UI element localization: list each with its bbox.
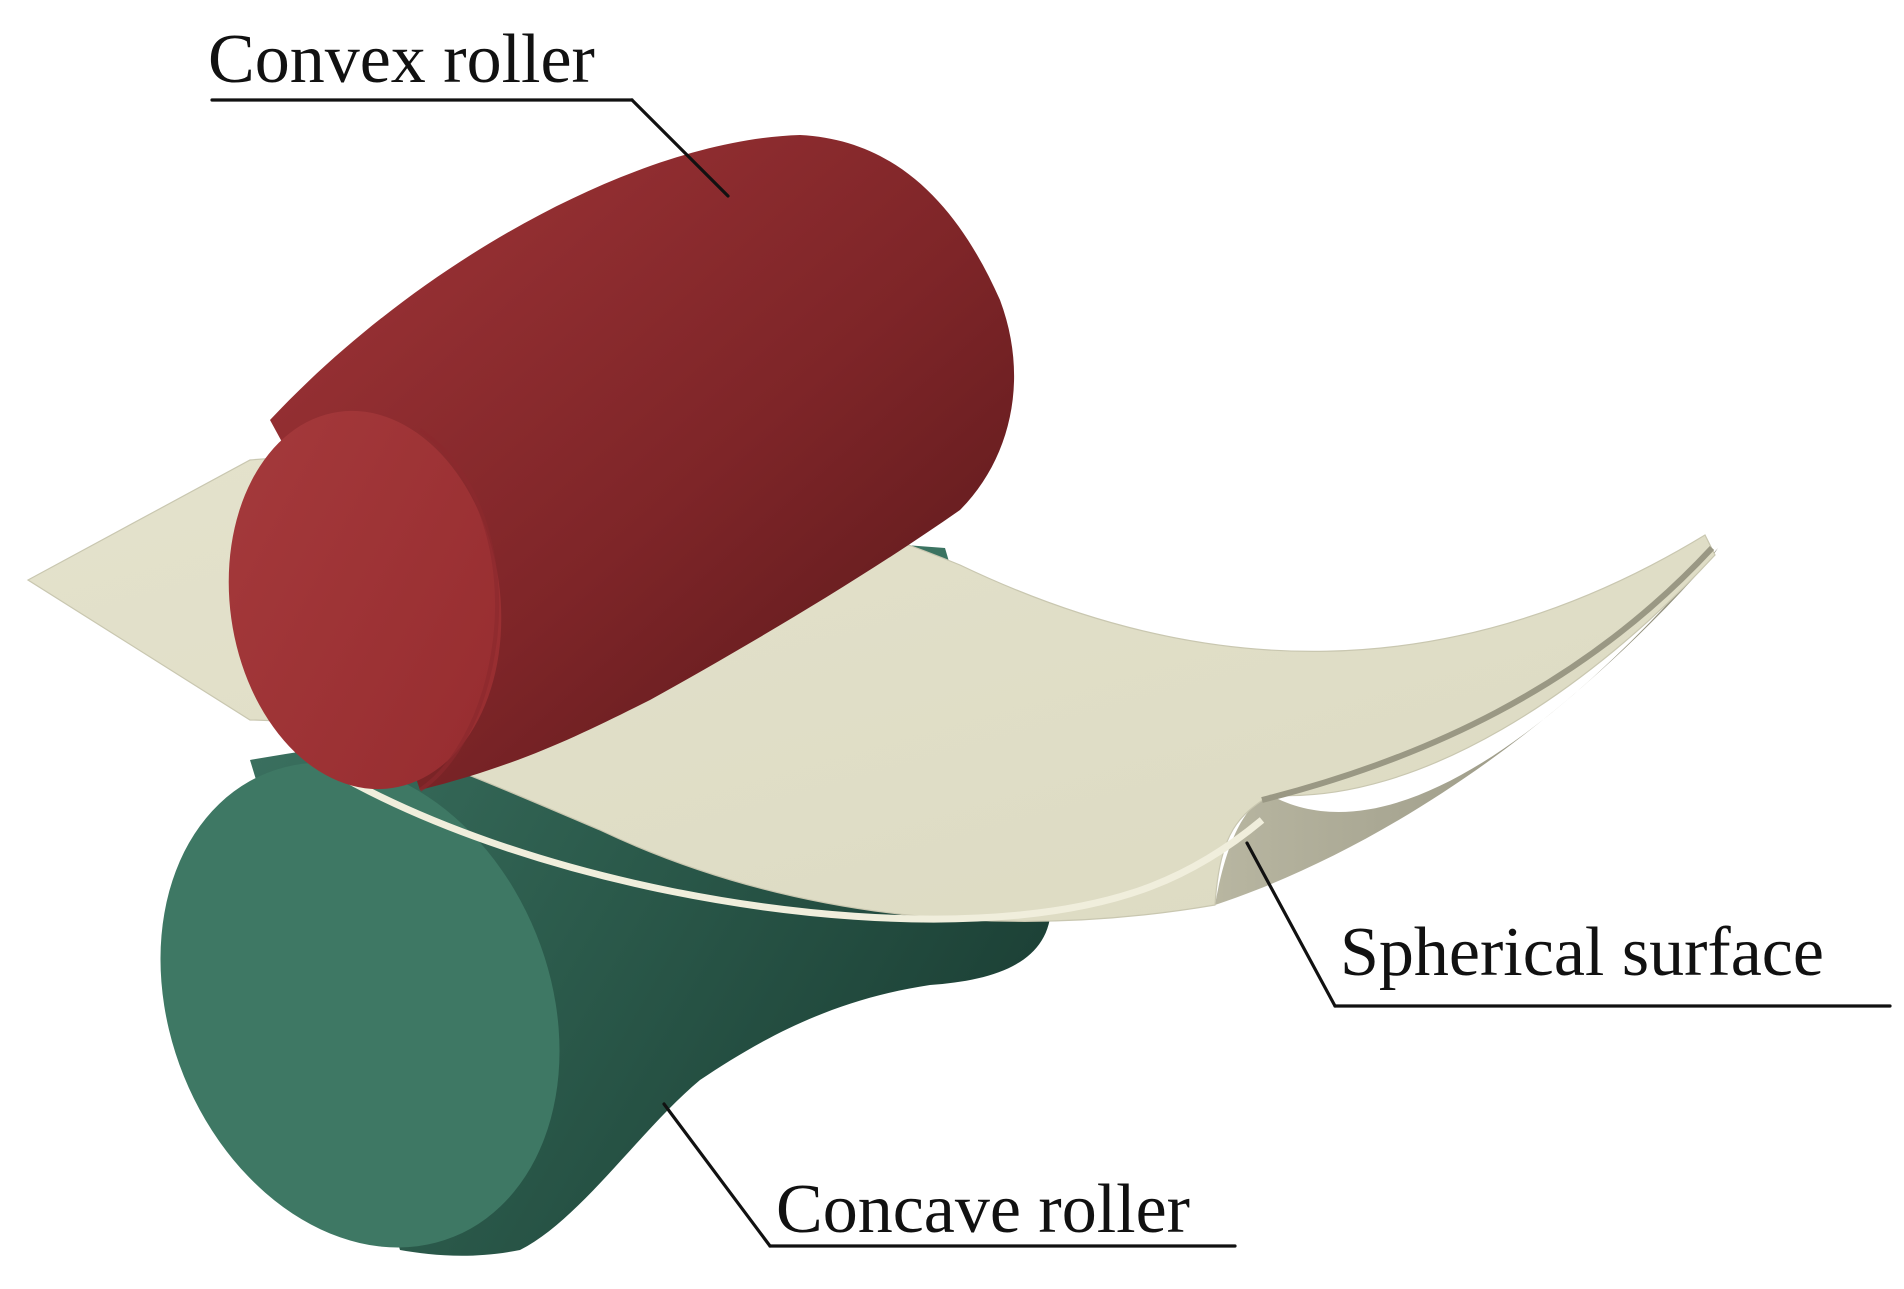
convex-roller-leader [630,98,730,198]
spherical-surface-leader [1245,841,1337,1008]
convex-roller-cap-rim [418,428,500,792]
concave-roller-leader [662,1102,772,1248]
sheet-front-lip [328,766,1265,923]
convex-roller [228,135,1015,792]
callout-concave-roller: Concave roller [662,1102,1237,1248]
concave-roller-end-face [160,762,560,1248]
sheet-edge [1215,548,1718,905]
callout-convex-roller: Convex roller [208,21,730,198]
concave-roller-label: Concave roller [776,1171,1190,1248]
convex-roller-end-face [228,410,502,790]
callout-spherical-surface: Spherical surface [1245,841,1892,1008]
sheet-right-lip [1261,545,1715,803]
spherical-surface-label: Spherical surface [1340,914,1824,991]
convex-roller-label: Convex roller [208,21,595,98]
